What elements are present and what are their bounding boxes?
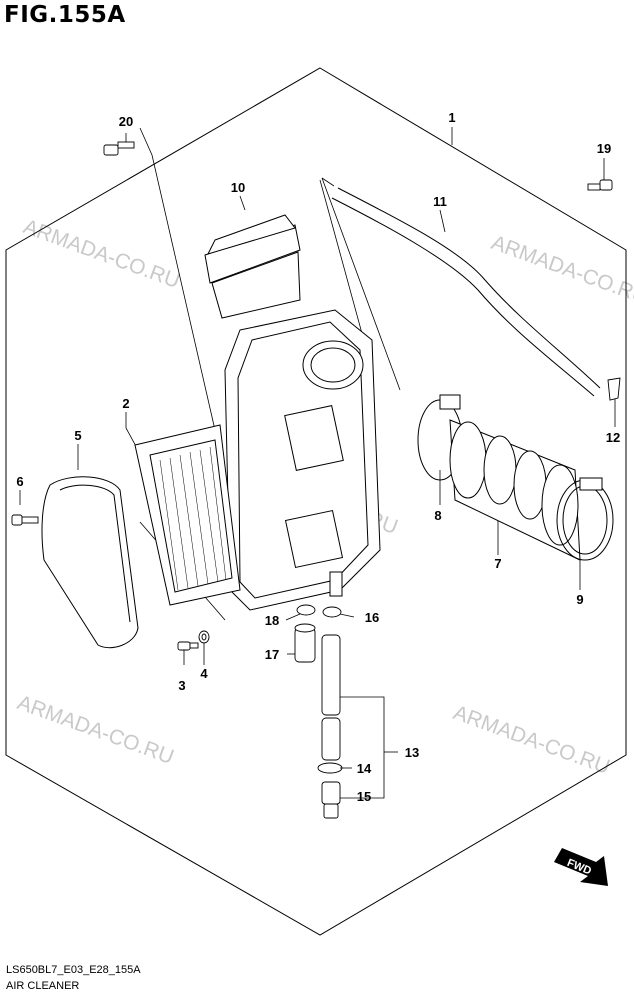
callout-7: 7 [494,556,501,571]
part-15-plug [321,781,341,819]
part-8-clamp [417,394,463,481]
part-14-ring [317,762,343,774]
callout-19: 19 [597,141,611,156]
callout-9: 9 [576,592,583,607]
callout-16: 16 [365,610,379,625]
watermark-5: ARMADA-CO.RU [450,701,612,779]
figure-caption: AIR CLEANER [6,980,80,992]
part-18-ring [296,604,316,616]
figure-title: FIG.155A [4,2,126,28]
part-20-bolt [103,141,135,156]
part-3-screw [177,641,199,651]
callout-10: 10 [231,180,245,195]
part-7-intake-boot [449,419,581,561]
part-19-bolt [587,179,613,191]
part-10-duct [204,214,301,319]
part-4-washer [198,630,210,644]
callout-4: 4 [200,666,208,681]
callout-17: 17 [265,647,279,662]
part-5-cover [41,476,139,649]
part-9-clamp [556,477,614,561]
watermark-4: ARMADA-CO.RU [14,691,176,769]
part-12-clip [607,377,621,401]
part-6-screw [11,514,39,526]
callout-1: 1 [448,110,455,125]
callout-13: 13 [405,745,419,760]
part-1-air-cleaner-case [224,309,381,611]
part-11-hose [331,187,601,397]
part-16-ring [322,606,342,618]
callout-5: 5 [74,428,81,443]
watermark-2: ARMADA-CO.RU [488,231,634,309]
callout-3: 3 [178,678,185,693]
callout-14: 14 [357,761,372,776]
callout-11: 11 [433,194,447,209]
callout-6: 6 [16,474,23,489]
part-13-drain-hose [321,634,341,761]
callout-15: 15 [357,789,371,804]
callout-18: 18 [265,613,279,628]
callout-2: 2 [122,396,129,411]
fwd-arrow-icon: FWD [554,848,608,886]
callout-8: 8 [434,508,441,523]
assembly-boundary [5,67,627,936]
part-2-filter-element [134,424,241,606]
figure-code: LS650BL7_E03_E28_155A [6,964,141,976]
callout-20: 20 [119,114,133,129]
part-17-cap [294,623,316,663]
callout-12: 12 [606,430,620,445]
watermark-1: ARMADA-CO.RU [20,215,182,293]
